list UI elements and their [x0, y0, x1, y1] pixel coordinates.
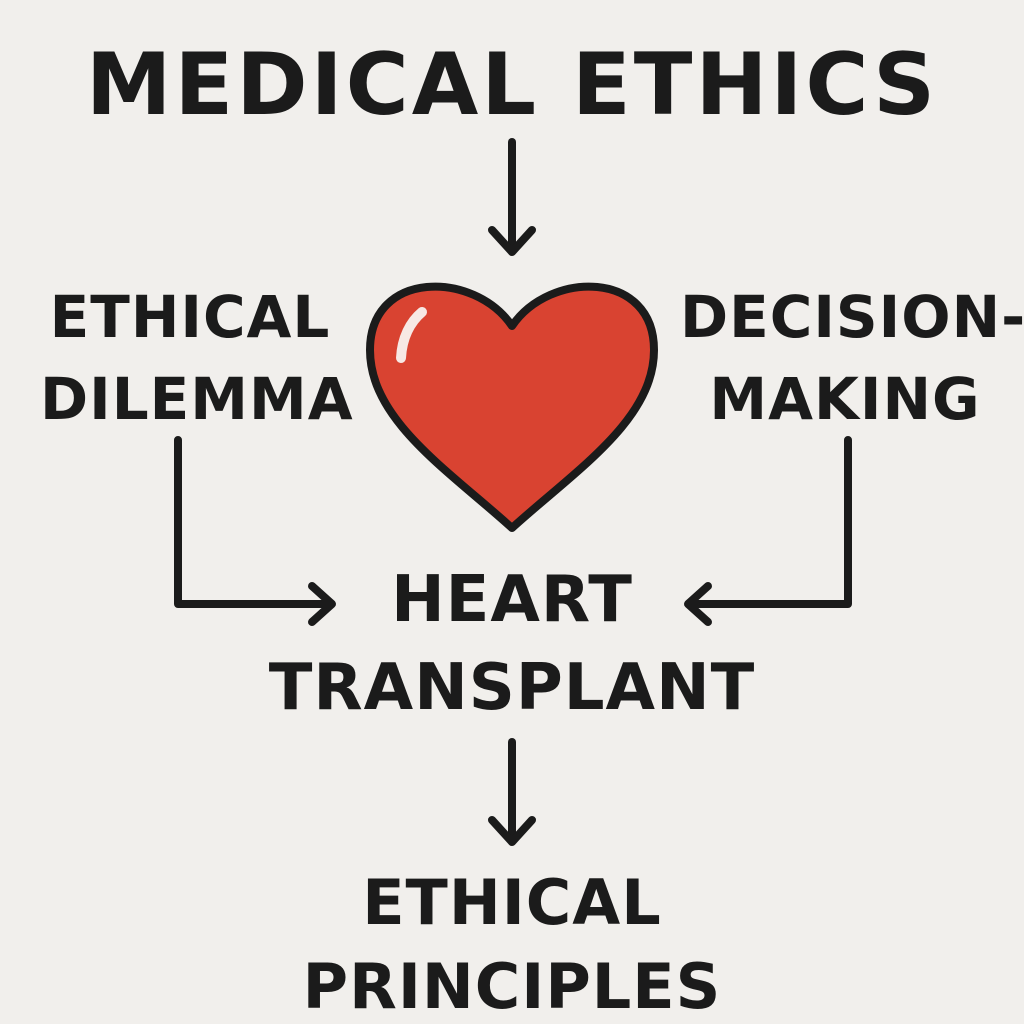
node-heart-transplant-line1: HEART	[391, 563, 633, 637]
node-ethical-dilemma-line2: DILEMMA	[40, 365, 354, 433]
arrow-transplant-to-principles	[488, 738, 536, 846]
arrow-decision-to-transplant	[684, 436, 852, 626]
node-decision-making-line2: MAKING	[709, 365, 981, 433]
node-ethical-principles-line1: ETHICAL	[362, 866, 662, 939]
node-ethical-principles: ETHICAL PRINCIPLES	[262, 872, 762, 1018]
node-decision-making-line1: DECISION-	[680, 283, 1024, 351]
arrow-title-to-heart	[488, 138, 536, 256]
heart-icon	[366, 282, 658, 532]
title-medical-ethics: MEDICAL ETHICS	[0, 42, 1024, 128]
node-ethical-principles-line2: PRINCIPLES	[302, 950, 722, 1023]
arrow-dilemma-to-transplant	[174, 436, 336, 626]
node-ethical-dilemma-line1: ETHICAL	[49, 283, 331, 351]
node-decision-making: DECISION- MAKING	[680, 283, 1024, 433]
node-heart-transplant: HEART TRANSPLANT	[262, 568, 762, 720]
node-heart-transplant-line2: TRANSPLANT	[268, 651, 756, 725]
node-ethical-dilemma: ETHICAL DILEMMA	[40, 283, 354, 433]
title-text: MEDICAL ETHICS	[85, 35, 939, 135]
